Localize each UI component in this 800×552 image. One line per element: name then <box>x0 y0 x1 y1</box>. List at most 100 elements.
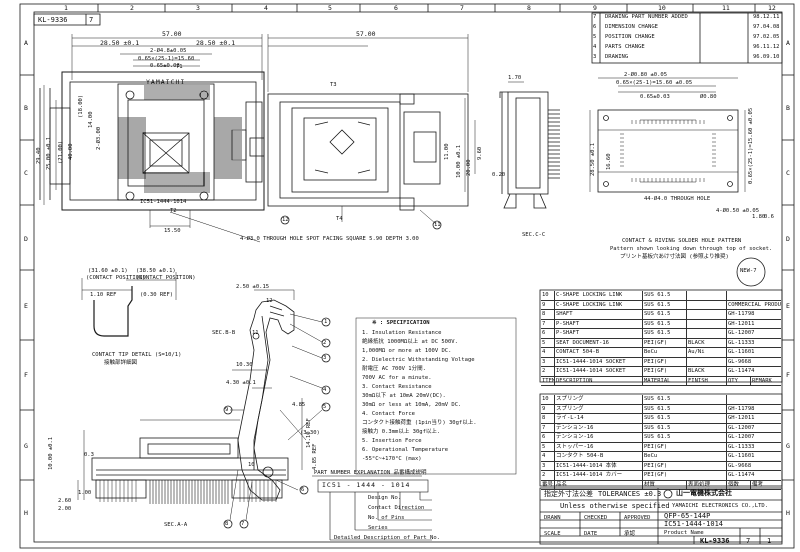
dim-25: 25.00 ±0.1 <box>46 136 52 170</box>
callout-t4: T4 <box>336 216 343 222</box>
secb-dim-5: (3.30) <box>300 430 320 436</box>
col-number-10: 10 <box>658 4 666 12</box>
tb-drawing-no: KL-9336 <box>700 537 730 545</box>
approval-stamp-text: NEW-7 <box>740 268 757 274</box>
callout-t3: T3 <box>330 82 337 88</box>
callout-8: 8 <box>225 521 229 527</box>
seca-dim-10: 10.00 ±0.1 <box>48 436 54 470</box>
tb-scale-label: SCALE <box>544 531 561 537</box>
row-letter-a: A <box>24 39 28 47</box>
callout-5: 5 <box>323 404 327 410</box>
col-number-5: 5 <box>328 4 332 12</box>
tip-dim-5: (CONTACT POSITION) <box>136 275 196 281</box>
tb-product-name-label: Product Name <box>664 530 704 536</box>
secb-dim-4-85: 4.85 REF <box>312 443 318 471</box>
revision-date: 98.12.11 <box>753 14 780 20</box>
fp-dim-3: 0.65±0.03 <box>640 94 670 100</box>
section-callouts <box>223 317 331 529</box>
pn-code: IC51 - 1444 - 1014 <box>322 481 411 489</box>
spec-line: コンタクト接触荷重 (1pin当り) 30gf以上. <box>362 420 477 426</box>
row-letter-d: D <box>24 235 28 243</box>
bom-lower-frame <box>539 393 783 487</box>
footprint-pattern <box>589 77 746 193</box>
revision-row: 5 POSITION CHANGE 97.02.05 <box>593 34 781 42</box>
spec-line: 1. Insulation Resistance <box>362 330 442 336</box>
spec-line: 4. Contact Force <box>362 411 415 417</box>
fp-dim-9: 16.60 <box>606 153 612 170</box>
socket-part-label: IC51-1444-1014 <box>140 199 187 205</box>
secb-dim-1: 2.50 ±0.15 <box>236 284 270 290</box>
tip-dim-4: (38.50 ±0.1) <box>136 268 176 274</box>
dim-pitch-span: 0.65×(25-1)=15.60 <box>138 56 195 62</box>
tb-part-no: IC51-1444-1014 <box>664 520 724 528</box>
drawing-number-tab: KL-9336 <box>38 16 68 24</box>
dim-28-50-b: 28.50 ±0.1 <box>196 39 236 47</box>
row-letter-d-right: D <box>786 235 790 243</box>
tip-label-en: CONTACT TIP DETAIL (S=10/1) <box>92 352 182 358</box>
pn-item-3: No. of Pins <box>368 515 405 521</box>
pn-item-5: Detailed Description of Part No. <box>334 535 440 541</box>
spec-line: 700V AC for a minute. <box>362 375 432 381</box>
revision-mark: 5 <box>593 34 597 40</box>
revision-date: 96.11.12 <box>753 44 780 50</box>
row-letter-b: B <box>24 104 28 112</box>
pn-item-2: Contact Direction <box>368 505 425 511</box>
callout-circle-12 <box>280 215 290 225</box>
spec-line: 6. Operational Temperature <box>362 447 449 453</box>
pn-title: PART NUMBER EXPLANATION 品番構成説明 <box>314 470 427 476</box>
revision-date: 96.09.10 <box>753 54 780 60</box>
secb-dim-2: 10.30 <box>236 362 253 368</box>
callout-4: 4 <box>323 387 327 393</box>
revision-table-rows: 7 DRAWING PART NUMBER ADDED 98.12.11 6 D… <box>593 14 781 60</box>
tb-title: QFP-65-144P <box>664 512 711 520</box>
callout-12: 12 <box>282 217 289 223</box>
tip-dim-3: 1.10 REF <box>90 292 117 298</box>
secb-dim-4: 4.85 <box>292 402 306 408</box>
bom-upper-frame <box>539 289 783 383</box>
section-b-label: SEC.B-B <box>212 330 236 336</box>
col-number-1: 1 <box>64 4 68 12</box>
callout-6: 6 <box>301 487 305 493</box>
row-letter-f: F <box>24 371 28 379</box>
spec-line: 1,000MΩ or more at 100V DC. <box>362 348 452 354</box>
spec-title: ※ : SPECIFICATION <box>372 320 430 326</box>
tb-sheet: 1 <box>767 537 772 545</box>
callout-9: 9 <box>225 407 229 413</box>
pins-bottom <box>144 172 210 193</box>
fp-dim-11: 0.6 <box>764 214 774 220</box>
callout-t1: T1 <box>176 64 183 70</box>
row-letter-h-right: H <box>786 509 790 517</box>
pins-top <box>144 85 210 100</box>
secb-dim-3: 4.30 ±0.1 <box>226 380 256 386</box>
revision-mark: 3 <box>593 54 597 60</box>
seca-dim-1-00: 1.00 <box>78 490 92 496</box>
tb-row-checked: CHECKED <box>584 515 608 521</box>
fp-dim-4: Ø0.80 <box>700 94 717 100</box>
spec-frame <box>355 317 517 475</box>
spec-line: 3. Contact Resistance <box>362 384 432 390</box>
pins-right <box>214 117 242 179</box>
title-block <box>539 487 783 545</box>
spec-line: 絶縁抵抗 1000MΩ以上 at DC 500V. <box>362 339 458 345</box>
revision-mark: 4 <box>593 44 597 50</box>
callout-1: 1 <box>324 319 328 325</box>
seca-dim-2-60: 2.60 <box>58 498 72 504</box>
revision-date: 97.02.05 <box>753 34 780 40</box>
col-number-3: 3 <box>196 4 200 12</box>
tip-dim-1: (31.60 ±0.1) <box>88 268 128 274</box>
pn-item-4: Series <box>368 525 388 531</box>
fp-dim-6: 0.65×(25-1)=15.60 ±0.05 <box>748 107 754 184</box>
pn-item-1: Design No. <box>368 495 402 501</box>
tip-label-jp: 接触部詳細図 <box>104 360 138 366</box>
